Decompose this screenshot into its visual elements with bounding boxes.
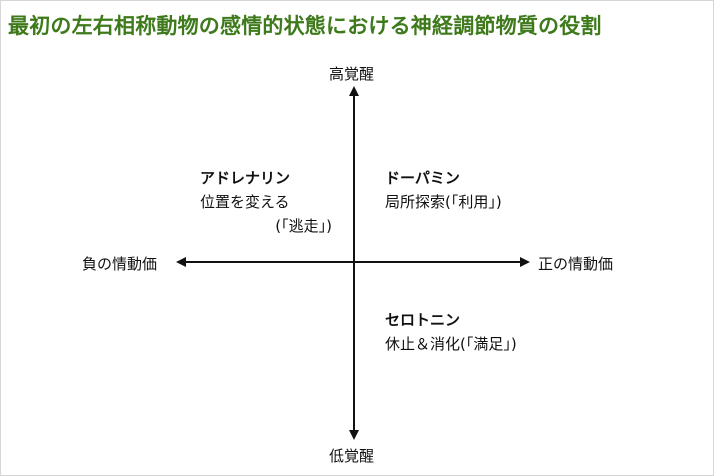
quadrant-upper-right: ドーパミン 局所探索(「利用」) xyxy=(385,166,502,214)
quadrant-upper-left: アドレナリン 位置を変える (「逃走」) xyxy=(200,166,332,238)
quadrant-upper-left-line2: (「逃走」) xyxy=(275,217,332,235)
axis-label-low-arousal: 低覚醒 xyxy=(329,447,375,465)
quadrant-upper-left-line1: 位置を変える xyxy=(200,193,290,211)
axis-label-high-arousal: 高覚醒 xyxy=(329,65,375,83)
quadrant-upper-right-name: ドーパミン xyxy=(385,169,460,187)
quadrant-lower-right: セロトニン 休止＆消化(「満足」) xyxy=(385,308,517,356)
axis-label-negative-valence: 負の情動価 xyxy=(82,255,158,273)
axis-label-positive-valence: 正の情動価 xyxy=(538,255,614,273)
quadrant-lower-right-name: セロトニン xyxy=(385,311,461,329)
quadrant-upper-right-line1: 局所探索(「利用」) xyxy=(385,193,502,211)
quadrant-upper-left-name: アドレナリン xyxy=(200,169,291,187)
quadrant-lower-right-line1: 休止＆消化(「満足」) xyxy=(385,335,517,353)
figure-title: 最初の左右相称動物の感情的状態における神経調節物質の役割 xyxy=(8,14,602,38)
